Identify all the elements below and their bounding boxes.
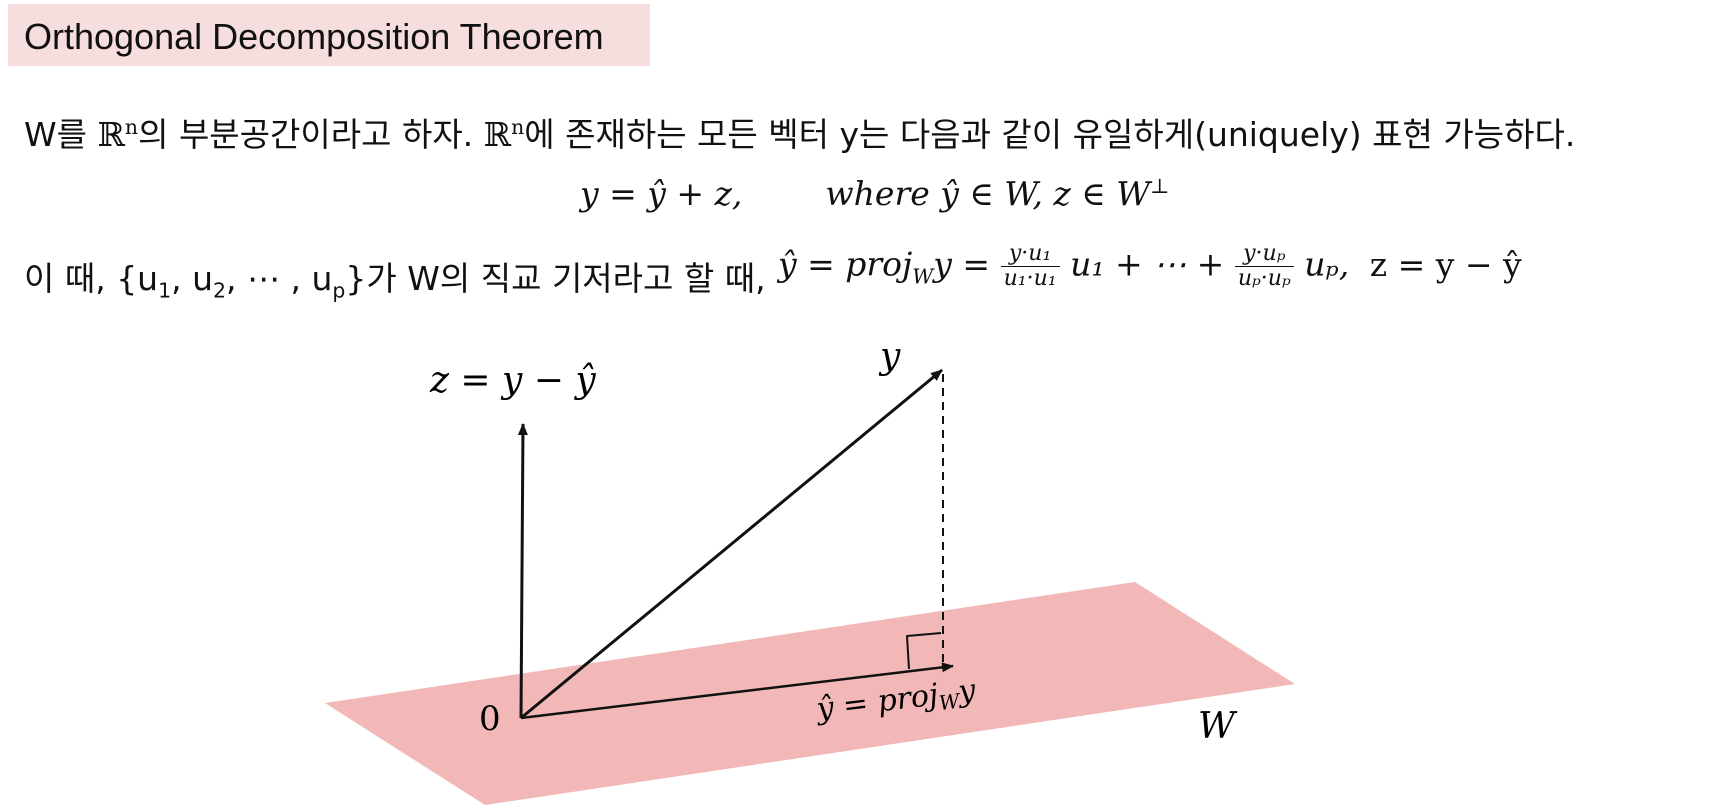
- right-angle-marker: [905, 632, 942, 670]
- fraction-1-numerator: y·u₁: [1000, 241, 1060, 268]
- real-symbol: ℝ: [483, 115, 512, 154]
- proj-y: y =: [933, 244, 991, 284]
- real-exponent: n: [511, 115, 525, 139]
- statement-line-2: 이 때, {u1, u2, ⋯ , up}가 W의 직교 기저라고 할 때,: [24, 252, 766, 303]
- equation-decomposition: y = ŷ + z,: [580, 174, 743, 213]
- basis-sub: 2: [213, 278, 227, 303]
- label-z: z = y − ŷ: [429, 360, 596, 401]
- basis-text: , ⋯ , u: [226, 259, 333, 298]
- real-symbol: ℝ: [97, 115, 125, 154]
- label-y: y: [878, 336, 901, 377]
- perp-symbol: ⊥: [1150, 174, 1170, 198]
- page-title: Orthogonal Decomposition Theorem: [24, 16, 604, 57]
- main-equation: y = ŷ + z, where ŷ ∈ W, z ∈ W⊥: [580, 174, 1169, 213]
- label-plane-w: W: [1198, 706, 1238, 747]
- fraction-1-denominator: u₁·u₁: [1003, 266, 1057, 292]
- statement-text: 의 부분공간이라고 하자.: [138, 115, 484, 154]
- z-definition: z = y − ŷ: [1369, 244, 1522, 284]
- projection-vector: [520, 662, 954, 720]
- basis-text: , u: [171, 259, 214, 298]
- y-vector: [520, 368, 943, 720]
- term-1: u₁ + ⋯ +: [1070, 244, 1225, 284]
- subspace-plane: [325, 582, 1295, 805]
- term-2: uₚ,: [1304, 244, 1350, 284]
- basis-sub: 1: [158, 278, 172, 303]
- equation-where: where ŷ ∈ W, z ∈ W: [825, 174, 1151, 213]
- label-origin: 0: [479, 699, 501, 739]
- statement-line-1: W를 ℝn의 부분공간이라고 하자. ℝn에 존재하는 모든 벡터 y는 다음과…: [24, 108, 1575, 156]
- basis-sub: p: [332, 278, 346, 303]
- proj-sub: W: [912, 264, 934, 289]
- fraction-2-numerator: y·uₚ: [1234, 241, 1294, 268]
- basis-text: }가 W의 직교 기저라고 할 때,: [345, 259, 766, 298]
- proj-lhs: ŷ = proj: [778, 244, 913, 284]
- label-projection-sub: W: [938, 689, 963, 716]
- title-banner: Orthogonal Decomposition Theorem: [8, 4, 650, 66]
- statement-text: 에 존재하는 모든 벡터 y는 다음과 같이 유일하게(uniquely) 표현…: [524, 115, 1576, 154]
- fraction-2-denominator: uₚ·uₚ: [1237, 266, 1291, 292]
- real-exponent: n: [124, 115, 139, 139]
- statement-text: W를: [24, 115, 98, 154]
- basis-text: 이 때, {u: [24, 259, 159, 298]
- z-vector: [517, 423, 528, 719]
